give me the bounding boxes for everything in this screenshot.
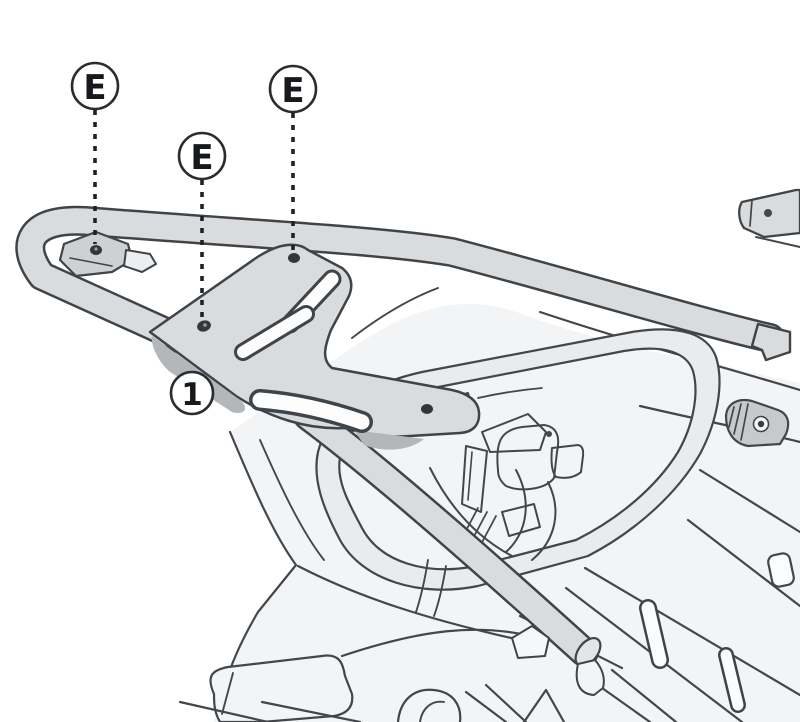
screw-hole-rear — [288, 253, 300, 263]
grab-handle-mount — [724, 399, 790, 448]
callout-label-e3: E — [281, 71, 304, 111]
callout-part-1: 1 — [169, 370, 215, 416]
tail-vents — [639, 599, 746, 713]
rack-leg-tab — [511, 625, 550, 659]
callout-e1: E — [70, 61, 120, 111]
rack-tube-tip — [750, 322, 792, 362]
rack-tube-fill — [17, 208, 783, 665]
callouts: E E E 1 — [70, 61, 318, 416]
callout-e3: E — [268, 64, 318, 114]
screw-hole-bracket — [421, 404, 433, 414]
callout-e2: E — [177, 131, 227, 181]
right-rail-bracket — [738, 188, 800, 248]
front-left-bracket — [58, 230, 157, 278]
callout-circle — [177, 131, 227, 181]
callout-circle — [169, 370, 215, 416]
bracket-shadow — [354, 430, 424, 450]
callout-circle — [268, 64, 318, 114]
callout-leaders — [93, 110, 295, 319]
rack-leg-foot — [575, 659, 605, 696]
plate-slots — [234, 269, 373, 433]
callout-circle — [70, 61, 120, 111]
callout-label-e2: E — [190, 138, 213, 178]
screw-holes — [90, 245, 433, 414]
footpeg-bracket — [178, 654, 362, 722]
tail-reflector — [767, 552, 795, 588]
rack-assembly — [15, 188, 800, 696]
callout-label-e1: E — [83, 68, 106, 108]
callout-label-1: 1 — [181, 377, 203, 413]
